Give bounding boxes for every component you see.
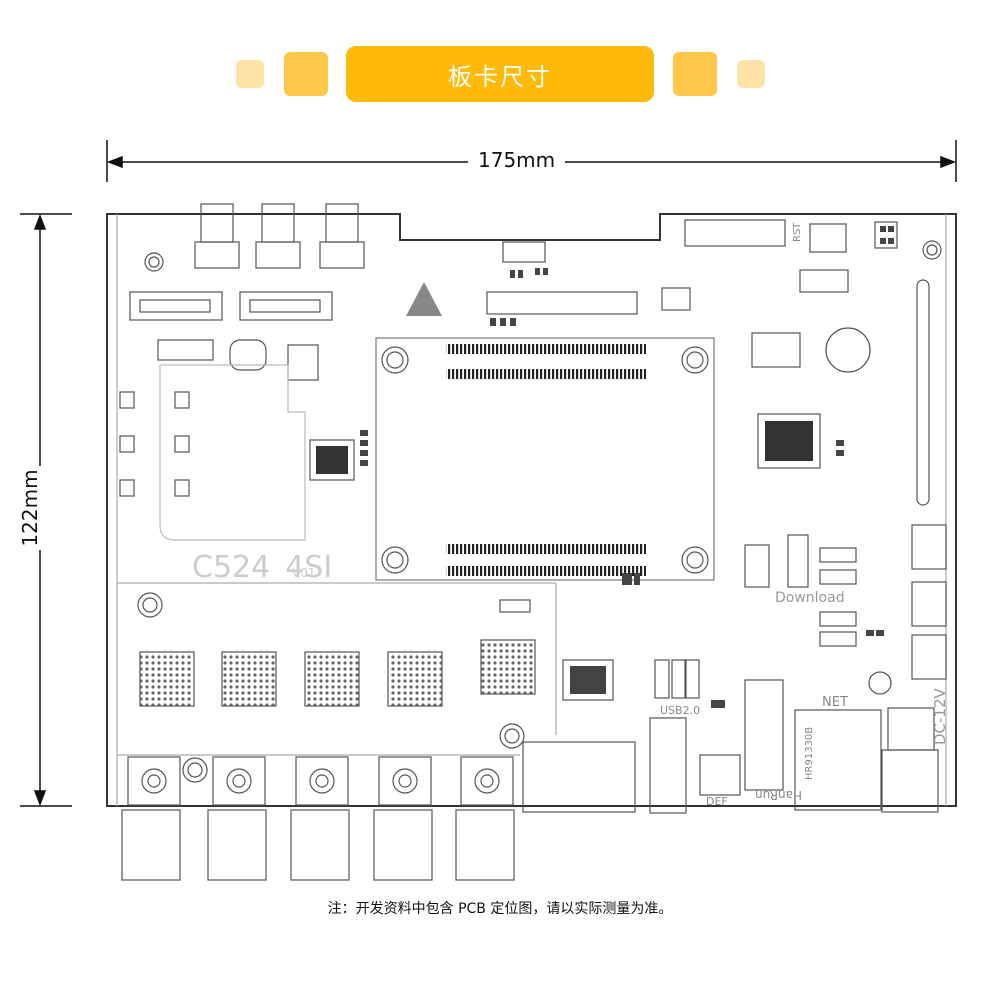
silkscreen-board-version: V01 — [292, 566, 315, 580]
label-usb: USB2.0 — [660, 704, 700, 717]
label-download: Download — [775, 590, 845, 606]
label-hanrun: HanRun — [755, 788, 802, 802]
decor-square-right-small — [737, 60, 765, 88]
label-part: HR91330B — [804, 727, 815, 780]
footer-note: 注：开发资料中包含 PCB 定位图，请以实际测量为准。 — [327, 901, 673, 917]
silkscreen-board-name: C524_4SI — [192, 550, 332, 585]
label-net: NET — [822, 695, 848, 710]
width-dimension-label: 175mm — [468, 148, 566, 172]
decor-square-left-small — [236, 60, 264, 88]
label-rst: RST — [792, 222, 803, 242]
label-def: DEF — [706, 795, 728, 808]
decor-square-left — [284, 52, 328, 96]
label-dc: DC-12V — [931, 687, 949, 745]
decor-square-right — [673, 52, 717, 96]
page-title: 板卡尺寸 — [346, 46, 654, 102]
